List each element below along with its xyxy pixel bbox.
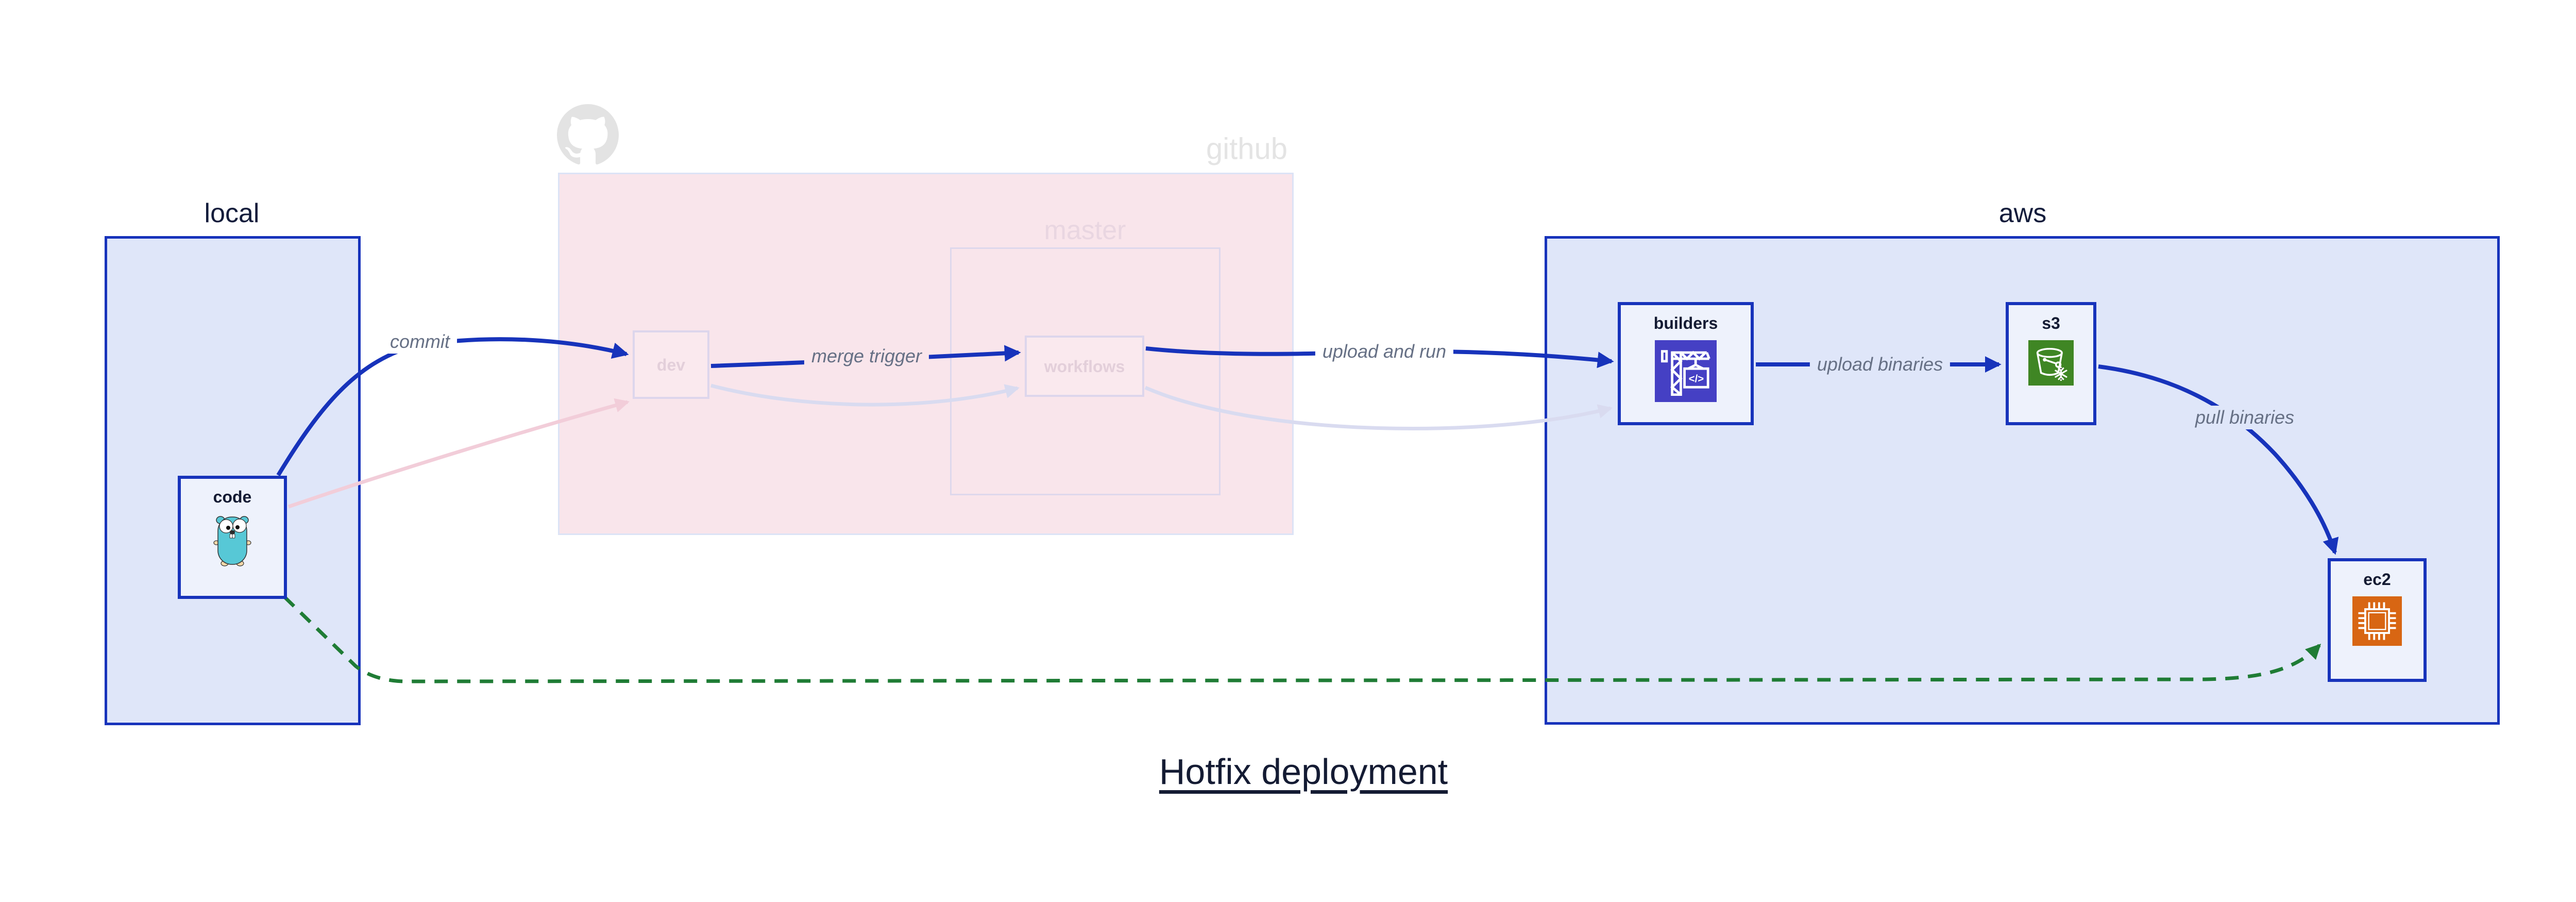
- go-gopher-icon: [213, 516, 251, 566]
- region-local-label: local: [204, 198, 260, 228]
- node-dev: dev: [633, 330, 709, 399]
- node-s3-label: s3: [2042, 314, 2060, 332]
- s3-glacier-bucket-icon: [2028, 340, 2074, 386]
- ec2-chip-icon: [2352, 596, 2402, 646]
- edge-upload-binaries-label: upload binaries: [1809, 353, 1951, 376]
- svg-text:</>: </>: [1689, 374, 1704, 385]
- region-master-label: master: [1044, 215, 1126, 245]
- diagram-title: Hotfix deployment: [1159, 751, 1448, 792]
- node-code-label: code: [213, 488, 252, 506]
- node-s3: s3: [2006, 302, 2096, 425]
- node-builders: builders </>: [1618, 302, 1754, 425]
- node-workflows: workflows: [1025, 336, 1144, 397]
- edge-merge-trigger-label: merge trigger: [804, 344, 929, 368]
- region-master: [950, 247, 1221, 495]
- region-aws-label: aws: [1998, 198, 2047, 228]
- node-dev-label: dev: [656, 355, 686, 374]
- github-octocat-icon: [557, 104, 619, 165]
- codebuild-crane-icon: </>: [1655, 340, 1717, 402]
- edge-upload-and-run-label: upload and run: [1315, 340, 1454, 363]
- region-github-label: github: [1206, 132, 1288, 166]
- edge-pull-binaries-label: pull binaries: [2188, 406, 2302, 429]
- node-ec2-label: ec2: [2363, 570, 2391, 589]
- node-ec2: ec2: [2328, 558, 2427, 682]
- node-builders-label: builders: [1653, 314, 1718, 332]
- node-workflows-label: workflows: [1044, 357, 1125, 376]
- node-code: code: [178, 476, 287, 599]
- edge-commit-label: commit: [383, 330, 457, 354]
